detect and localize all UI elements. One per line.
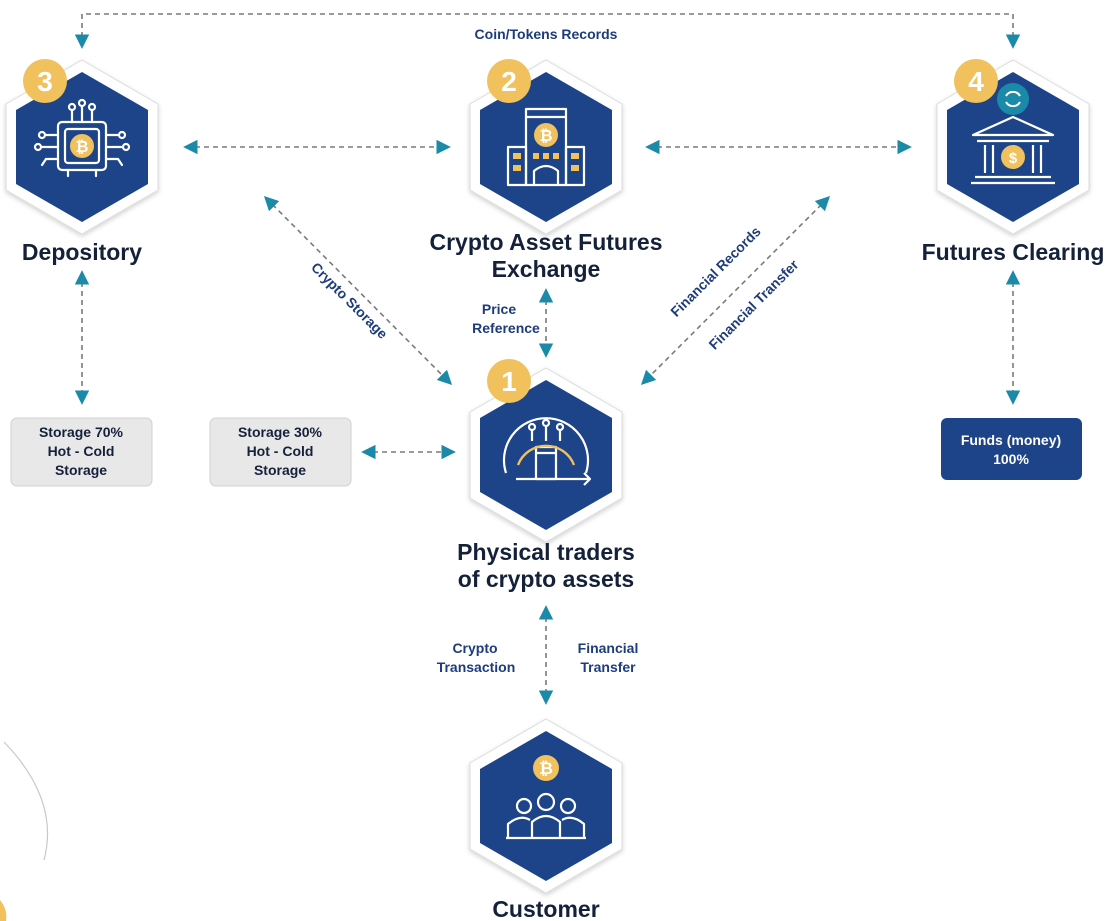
bitcoin-coin-icon: [533, 755, 559, 781]
storage70-line2: Hot - Cold: [48, 443, 115, 459]
exchange-title-line2: Exchange: [492, 256, 601, 282]
badge-4: [954, 59, 998, 103]
bank-icon: [971, 115, 1055, 185]
exchange-title-line1: Crypto Asset Futures: [429, 229, 662, 255]
dollar-coin-icon: [1001, 145, 1025, 169]
vault-bitcoin-icon: [33, 98, 131, 178]
exchange-building-icon: [506, 107, 586, 187]
node-clearing: $ 4: [936, 59, 1090, 235]
crypto-transaction-label-line1: Crypto: [452, 640, 497, 656]
traders-title-line2: of crypto assets: [458, 566, 634, 592]
gold-arc: [516, 444, 576, 466]
refresh-icon-bg: [997, 83, 1029, 115]
financial-transfer-label-line1: Financial: [578, 640, 639, 656]
badge-4-number: 4: [968, 66, 984, 97]
funds-line1: Funds (money): [961, 432, 1061, 448]
connectors: [74, 13, 1021, 705]
customer-title: Customer: [492, 896, 599, 921]
financial-connector: [640, 195, 831, 386]
bitcoin-coin-icon: [534, 123, 558, 147]
price-reference-label-line2: Reference: [472, 320, 540, 336]
crypto-transaction-label-line2: Transaction: [437, 659, 516, 675]
bitcoin-symbol: ₿: [539, 127, 552, 145]
financial-transfer-label-line2: Transfer: [580, 659, 636, 675]
coin-tokens-connector: [74, 13, 1021, 49]
crypto-storage-label: Crypto Storage: [308, 259, 391, 342]
storage30-box: Storage 30% Hot - Cold Storage: [209, 417, 352, 487]
storage70-box: Storage 70% Hot - Cold Storage: [10, 417, 153, 487]
funds-line2: 100%: [993, 451, 1029, 467]
bitcoin-symbol: ₿: [539, 759, 553, 778]
storage30-line3: Storage: [254, 462, 306, 478]
decorative-arc: [3, 741, 49, 861]
building-windows: [513, 153, 579, 171]
coin-tokens-records-label: Coin/Tokens Records: [475, 26, 618, 42]
storage30-line2: Hot - Cold: [247, 443, 314, 459]
depository-title: Depository: [22, 239, 142, 265]
price-reference-label-line1: Price: [482, 301, 516, 317]
node-customer: ₿: [469, 718, 623, 894]
node-exchange: ₿ 2: [469, 59, 623, 235]
refresh-icon: [1005, 90, 1021, 108]
bitcoin-symbol: ₿: [75, 138, 88, 156]
node-traders: 1: [469, 359, 623, 543]
hexagon: [480, 380, 612, 530]
node-depository: ₿ 3: [5, 59, 159, 235]
decorative-corner-accent: [0, 900, 7, 921]
clearing-title: Futures Clearing: [922, 239, 1105, 265]
crypto-storage-connector: [263, 195, 453, 386]
bitcoin-coin-icon: [70, 134, 94, 158]
badge-2-number: 2: [501, 66, 517, 97]
traders-title-line1: Physical traders: [457, 539, 635, 565]
badge-3-number: 3: [37, 66, 53, 97]
badge-1-number: 1: [501, 366, 517, 397]
badge-1: [487, 359, 531, 403]
storage30-line1: Storage 30%: [238, 424, 323, 440]
people-group-icon: [506, 792, 586, 840]
gear-building-icon: [502, 417, 592, 486]
dollar-symbol: $: [1009, 150, 1018, 167]
badge-2: [487, 59, 531, 103]
storage70-line1: Storage 70%: [39, 424, 124, 440]
badge-3: [23, 59, 67, 103]
hexagon: [480, 731, 612, 881]
funds-box: Funds (money) 100%: [941, 418, 1082, 480]
storage70-line3: Storage: [55, 462, 107, 478]
